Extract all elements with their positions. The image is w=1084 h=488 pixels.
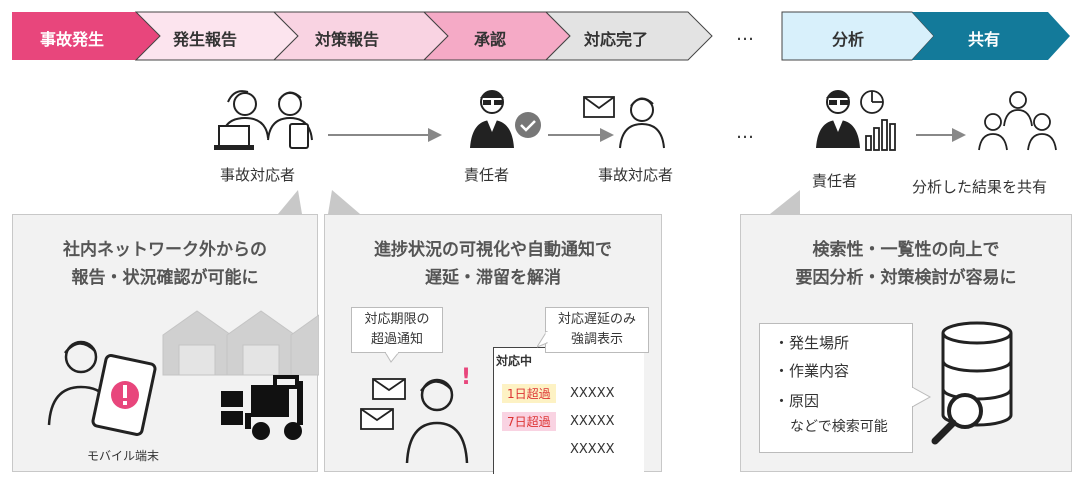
panel-search: 検索性・一覧性の向上で 要因分析・対策検討が容易に ・発生場所 ・作業内容 ・原…	[740, 214, 1072, 472]
row2-value: XXXXX	[570, 414, 615, 429]
criteria-item-location: ・発生場所	[774, 334, 850, 352]
pie-chart-icon	[860, 90, 884, 114]
bubble1-tail	[385, 352, 400, 363]
envelope-icon-1	[372, 378, 406, 400]
bar-chart-icon	[865, 119, 896, 151]
step-share-shape	[912, 12, 1070, 60]
panel1-title-line1: 社内ネットワーク外からの	[63, 240, 267, 260]
panel3-title-line2: 要因分析・対策検討が容易に	[795, 268, 1017, 288]
step-5-shape	[544, 11, 713, 61]
row3-value: XXXXX	[570, 442, 615, 457]
row1-tag: 1日超過	[502, 384, 556, 403]
panel2-person-illustration	[360, 378, 469, 464]
overdue-notice-bubble: 対応期限の 超過通知	[351, 307, 443, 353]
step-1-label: 事故発生	[40, 30, 105, 49]
step-analyze-label: 分析	[832, 30, 865, 49]
manager-2-icon	[816, 90, 860, 148]
step-3-label: 対策報告	[315, 30, 380, 49]
panel2-title-line1: 進捗状況の可視化や自動通知で	[374, 240, 612, 260]
panel1-title-line2: 報告・状況確認が可能に	[71, 268, 259, 288]
device-label: モバイル端末	[87, 449, 160, 463]
manager-2-label: 責任者	[812, 172, 858, 190]
step-share-label: 共有	[968, 30, 1001, 49]
criteria-item-cause: ・原因	[774, 392, 820, 410]
bubble1-line1: 対応期限の	[364, 312, 430, 327]
step-5-label: 対応完了	[584, 30, 649, 49]
forklift-icon	[221, 375, 303, 440]
step-2-label: 発生報告	[173, 30, 238, 49]
warehouse-icon	[162, 310, 319, 376]
panel-remote-access: 社内ネットワーク外からの 報告・状況確認が可能に	[12, 214, 319, 472]
bubble2-tail	[537, 331, 548, 348]
row1-value: XXXXX	[570, 386, 615, 401]
incident-handler-label: 事故対応者	[220, 166, 296, 184]
step-1-shape	[12, 12, 160, 60]
share-label: 分析した結果を共有	[912, 178, 1048, 196]
criteria-box-tail	[912, 386, 932, 408]
criteria-footer: などで検索可能	[790, 419, 888, 435]
delay-highlight-bubble: 対応遅延のみ 強調表示	[545, 307, 649, 353]
team-share-icon	[978, 91, 1057, 151]
bubble2-line1: 対応遅延のみ	[557, 312, 636, 327]
person-icon	[405, 378, 469, 464]
incident-handler-2-label: 事故対応者	[598, 166, 674, 184]
envelope-icon-2	[360, 408, 394, 430]
incident-handler-laptop-icon	[214, 90, 269, 150]
flow-bar	[12, 11, 1070, 61]
actors-ellipsis: …	[736, 122, 754, 143]
task-table: 対応中 1日超過 XXXXX 7日超過 XXXXX XXXXX	[493, 347, 644, 474]
callout-pointers	[278, 190, 800, 214]
actors-illustration	[214, 90, 1057, 151]
mobile-tablet-icon	[91, 354, 157, 436]
envelope-icon	[583, 96, 615, 118]
magnifier-icon	[931, 393, 983, 445]
panel3-title-line1: 検索性・一覧性の向上で	[812, 240, 1000, 260]
bubble2-line2: 強調表示	[570, 332, 623, 347]
manager-label: 責任者	[464, 166, 510, 184]
panel-visualization: 進捗状況の可視化や自動通知で 遅延・滞留を解消 対応期限の 超過通知 ! 対応中…	[324, 214, 662, 474]
bubble1-line2: 超過通知	[370, 332, 423, 347]
check-icon	[515, 112, 541, 138]
panel1-illustration	[47, 310, 319, 440]
database-search-icon	[931, 321, 1013, 445]
panel2-title-line2: 遅延・滞留を解消	[425, 268, 561, 288]
incident-handler-tablet-icon	[267, 91, 313, 149]
flow-ellipsis: …	[736, 24, 754, 45]
incident-handler-icon	[619, 97, 665, 149]
manager-icon	[470, 90, 514, 148]
step-4-label: 承認	[474, 30, 507, 49]
criteria-item-work: ・作業内容	[774, 362, 850, 380]
alert-exclamation: !	[461, 365, 472, 390]
task-table-header: 対応中	[496, 354, 533, 368]
row2-tag: 7日超過	[502, 412, 556, 431]
search-criteria-box: ・発生場所 ・作業内容 ・原因 などで検索可能	[759, 323, 913, 453]
